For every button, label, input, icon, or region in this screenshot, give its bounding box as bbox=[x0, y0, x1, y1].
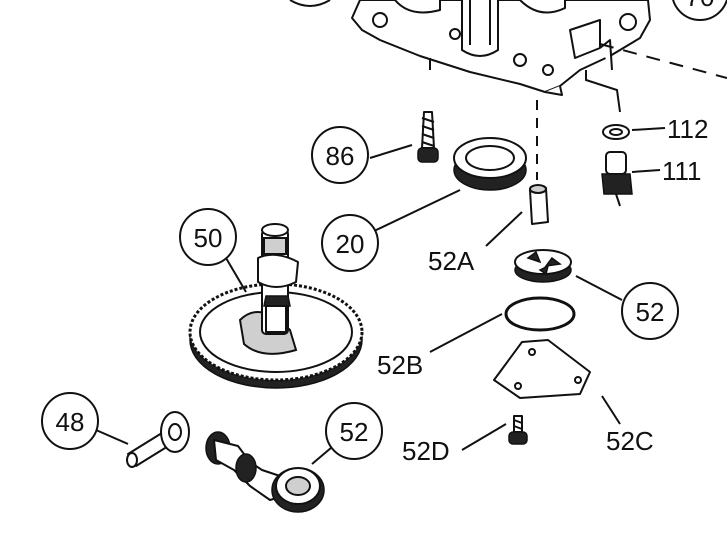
label-52d: 52D bbox=[402, 436, 450, 466]
pump-rotor-52 bbox=[514, 249, 572, 283]
callout-20: 20 bbox=[321, 214, 379, 272]
pin-52a bbox=[529, 184, 549, 225]
svg-text:86: 86 bbox=[326, 141, 355, 171]
housing-to-112-line bbox=[585, 70, 621, 113]
callout-52-right: 52 bbox=[621, 282, 679, 340]
svg-text:50: 50 bbox=[194, 223, 223, 253]
callout-52-bottom: 52 bbox=[325, 402, 383, 460]
label-112: 112 bbox=[667, 114, 708, 144]
screw-52d bbox=[508, 415, 528, 445]
leader-52d bbox=[461, 423, 507, 451]
leader-48 bbox=[95, 429, 129, 445]
callout-70: 70 bbox=[672, 0, 727, 21]
label-111: 111 bbox=[662, 156, 702, 186]
callout-50: 50 bbox=[179, 208, 237, 266]
callout-86: 86 bbox=[311, 126, 369, 184]
leader-52c bbox=[601, 395, 621, 425]
label-52c: 52C bbox=[606, 426, 654, 456]
switch-111 bbox=[601, 151, 633, 207]
shaft-pin-48 bbox=[126, 411, 190, 468]
cover-plate-52c bbox=[493, 339, 591, 399]
pump-arm-52 bbox=[205, 431, 325, 513]
label-52b: 52B bbox=[377, 350, 423, 380]
leader-111 bbox=[631, 169, 661, 173]
svg-text:70: 70 bbox=[686, 0, 715, 12]
leader-50 bbox=[225, 257, 247, 293]
leader-86 bbox=[369, 144, 413, 159]
label-52a: 52A bbox=[428, 246, 475, 276]
svg-text:52: 52 bbox=[340, 417, 369, 447]
o-ring-52b bbox=[504, 296, 576, 332]
washer-112 bbox=[602, 124, 630, 140]
engine-housing bbox=[351, 0, 651, 96]
oil-seal-20 bbox=[453, 137, 527, 191]
leader-52b bbox=[429, 313, 503, 353]
cropped-callout-circle bbox=[289, 0, 331, 7]
leader-52a bbox=[485, 211, 523, 247]
svg-text:52: 52 bbox=[636, 297, 665, 327]
bolt-86 bbox=[417, 111, 439, 163]
callout-48: 48 bbox=[41, 392, 99, 450]
leader-112 bbox=[631, 127, 666, 131]
svg-text:20: 20 bbox=[336, 229, 365, 259]
svg-text:48: 48 bbox=[56, 407, 85, 437]
leader-20 bbox=[371, 189, 461, 233]
leader-52-right bbox=[575, 275, 623, 301]
alignment-dashed-line-right bbox=[599, 43, 727, 79]
camshaft-gear-50 bbox=[188, 223, 364, 389]
